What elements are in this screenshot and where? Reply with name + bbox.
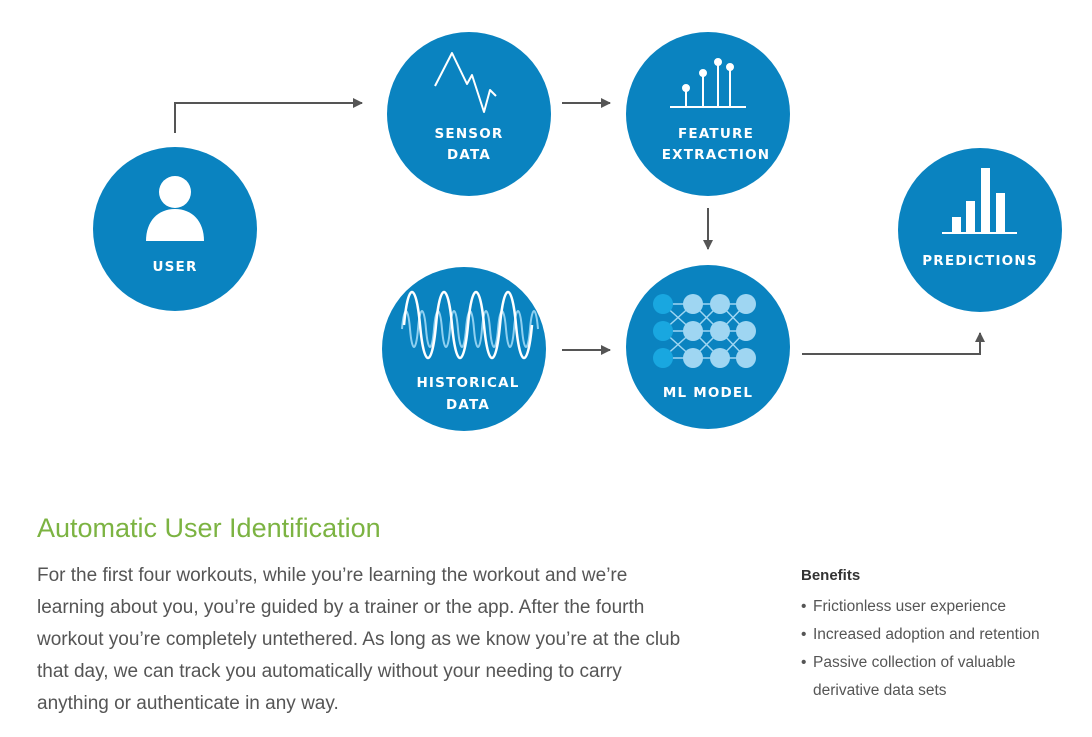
benefits-panel: Benefits Frictionless user experience In… [801,565,1081,705]
sensor-signal-icon [434,52,497,113]
sensor-label-line-2: DATA [447,147,491,163]
node-sensor-data: SENSOR DATA [387,32,551,196]
feature-stem-icon [670,58,746,108]
waveform-icon [401,290,539,360]
bar-chart-icon [942,168,1017,234]
sensor-label-line-1: SENSOR [434,126,503,142]
user-label: USER [152,259,197,275]
feature-label-line-1: FEATURE [678,126,754,142]
historical-label-line-1: HISTORICAL [416,375,519,391]
benefit-item: Increased adoption and retention [801,621,1081,649]
neural-network-icon [653,294,756,368]
predictions-label: PREDICTIONS [922,253,1038,269]
node-predictions: PREDICTIONS [898,148,1062,312]
section-heading: Automatic User Identification [37,513,381,543]
arrow-user-to-sensor [174,98,363,133]
feature-label-line-2: EXTRACTION [662,147,771,163]
arrow-ml-to-predictions [802,332,985,355]
node-feature-extraction: FEATURE EXTRACTION [626,32,790,196]
user-icon [146,176,204,241]
ml-model-label: ML MODEL [663,385,753,401]
benefits-title: Benefits [801,567,861,584]
node-user: USER [93,147,257,311]
benefit-item: Frictionless user experience [801,593,1081,621]
benefit-item: Passive collection of valuable derivativ… [801,649,1081,705]
node-ml-model: ML MODEL [626,265,790,429]
benefits-list: Frictionless user experience Increased a… [801,593,1081,705]
ml-pipeline-diagram: USER SENSOR DATA FEATURE EXTRACTION [93,32,1062,431]
historical-label-line-2: DATA [446,397,490,413]
description-paragraph: For the first four workouts, while you’r… [37,565,681,714]
node-historical-data: HISTORICAL DATA [382,267,546,431]
